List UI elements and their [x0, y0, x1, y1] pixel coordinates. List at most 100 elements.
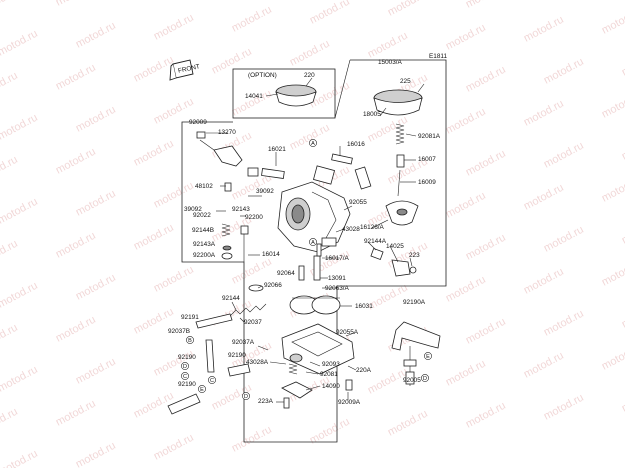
part-label: 48102 — [195, 183, 213, 190]
watermark-text: motod.ru — [0, 70, 20, 101]
part-label: 92005 — [403, 377, 421, 384]
hose-92190a — [391, 321, 441, 351]
part-label: 13091 — [328, 275, 346, 282]
leader-lines — [206, 77, 425, 403]
part-label: 92144B — [192, 227, 214, 234]
part-label: 223 — [409, 252, 420, 259]
watermark-text: motod.ru — [444, 106, 488, 137]
top-cover-option — [275, 84, 317, 107]
svg-text:D: D — [244, 394, 248, 400]
part-label: 92190A — [403, 299, 426, 306]
watermark-text: motod.ru — [0, 322, 20, 353]
watermark-text: motod.ru — [0, 196, 40, 227]
watermark-text: motod.ru — [464, 316, 508, 347]
spring-43028a — [288, 363, 298, 375]
watermark-text: motod.ru — [0, 112, 40, 143]
watermark-text: motod.ru — [600, 174, 625, 205]
part-label: 39092 — [256, 188, 274, 195]
top-cover — [373, 89, 423, 116]
oring-92200a — [221, 252, 233, 260]
part-label: 220 — [304, 72, 315, 79]
part-label: 43028 — [342, 226, 360, 233]
stop-screw-head — [240, 225, 249, 235]
watermark-text: motod.ru — [620, 216, 625, 247]
part-label: 92191 — [181, 314, 199, 321]
hose-92190 — [227, 363, 251, 377]
svg-text:B: B — [188, 338, 192, 344]
part-label: 92143 — [232, 206, 250, 213]
assembly-label: 15003/A — [378, 59, 403, 66]
part-label: 16014 — [262, 251, 280, 258]
part-label: 16031 — [355, 303, 373, 310]
part-label: 92009 — [189, 119, 207, 126]
washer-92143a — [222, 245, 232, 251]
front-arrow-icon: FRONT — [169, 59, 201, 81]
ref-code: E1811 — [429, 53, 447, 60]
svg-text:A: A — [311, 141, 315, 147]
spring-92144a — [370, 248, 384, 260]
watermark-text: motod.ru — [230, 4, 274, 35]
watermark-text: motod.ru — [386, 0, 430, 19]
watermark-text: motod.ru — [152, 432, 196, 463]
watermark-text: motod.ru — [132, 54, 176, 85]
watermark-text: motod.ru — [0, 238, 20, 269]
screw-92009 — [196, 131, 206, 139]
watermark-text: motod.ru — [444, 358, 488, 389]
svg-text:C: C — [183, 374, 187, 380]
svg-text:A: A — [311, 240, 315, 246]
part-label: 92144 — [222, 295, 240, 302]
marker-circle: C — [208, 376, 216, 384]
watermark-text: motod.ru — [542, 224, 586, 255]
marker-circle: E — [198, 385, 206, 393]
watermark-text: motod.ru — [522, 350, 566, 381]
spring-92081a — [395, 123, 405, 145]
watermark-text: motod.ru — [542, 308, 586, 339]
part-label: 92064 — [277, 270, 295, 277]
watermark-text: motod.ru — [542, 0, 586, 3]
watermark-text: motod.ru — [366, 114, 410, 145]
clip-48102 — [224, 182, 232, 192]
part-label: 14025 — [386, 243, 404, 250]
watermark-text: motod.ru — [522, 14, 566, 45]
marker-circle: B — [186, 336, 194, 344]
part-label: 92143A — [193, 241, 216, 248]
watermark-text: motod.ru — [0, 28, 40, 59]
watermark-text: motod.ru — [542, 392, 586, 423]
watermark-text: motod.ru — [522, 266, 566, 297]
watermark-text: motod.ru — [464, 400, 508, 431]
carburetor-body — [277, 165, 351, 253]
part-label: 92009A — [338, 399, 361, 406]
watermark-text: motod.ru — [620, 48, 625, 79]
watermark-text: motod.ru — [132, 138, 176, 169]
watermark-text: motod.ru — [54, 146, 98, 177]
watermark-text: motod.ru — [54, 314, 98, 345]
oring-92066 — [248, 284, 264, 292]
watermark-text: motod.ru — [54, 398, 98, 429]
part-label: 92037A — [232, 339, 255, 346]
watermark-text: motod.ru — [0, 154, 20, 185]
part-label: 16017/A — [325, 255, 350, 262]
watermark-text: motod.ru — [386, 408, 430, 439]
watermark-text: motod.ru — [620, 384, 625, 415]
watermark-text: motod.ru — [600, 6, 625, 37]
watermark-text: motod.ru — [600, 342, 625, 373]
watermark-text: motod.ru — [132, 0, 176, 1]
watermark-text: motod.ru — [444, 274, 488, 305]
watermark-text: motod.ru — [74, 440, 118, 468]
svg-text:E: E — [200, 387, 204, 393]
watermark-text: motod.ru — [0, 0, 20, 17]
part-label: 225 — [400, 78, 411, 85]
watermark-text: motod.ru — [620, 132, 625, 163]
watermark-text: motod.ru — [464, 64, 508, 95]
part-label: 92063/A — [325, 285, 350, 292]
watermark-text: motod.ru — [444, 190, 488, 221]
option-box — [232, 68, 336, 119]
watermark-text: motod.ru — [366, 30, 410, 61]
part-label: 18005 — [363, 111, 381, 118]
part-label: 92200A — [193, 252, 216, 259]
watermark-text: motod.ru — [522, 98, 566, 129]
part-label: 92081 — [320, 371, 338, 378]
watermark-text: motod.ru — [152, 12, 196, 43]
watermark-text: motod.ru — [74, 356, 118, 387]
